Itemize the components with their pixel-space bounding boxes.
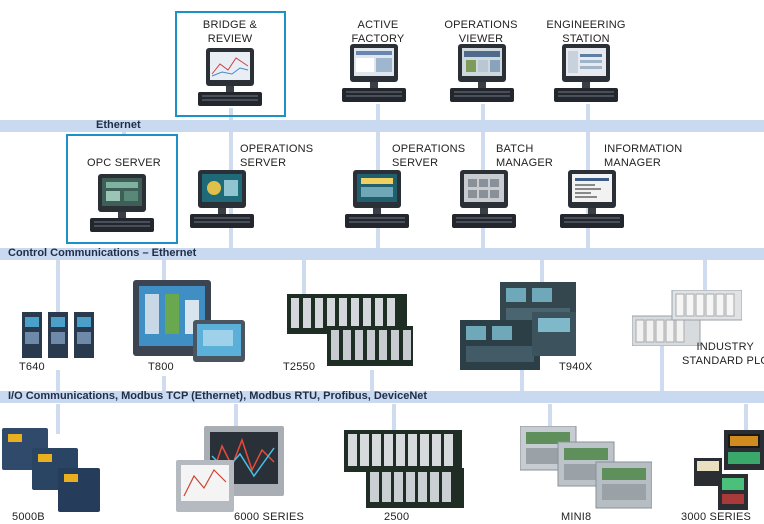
link-plc xyxy=(703,254,707,294)
active-factory-computer xyxy=(342,44,406,104)
label-6000-series: 6000 SERIES xyxy=(234,511,305,523)
ethernet-bus xyxy=(0,120,764,132)
label-information-manager: INFORMATION MANAGER xyxy=(604,143,683,169)
label-operations-server-2: OPERATIONS SERVER xyxy=(392,143,466,169)
t940x-device xyxy=(460,282,576,370)
link-6000 xyxy=(234,404,238,428)
batch-manager-computer xyxy=(452,170,516,230)
information-manager-computer xyxy=(560,170,624,230)
label-3000-series: 3000 SERIES xyxy=(681,511,752,523)
opc-server-highlight xyxy=(66,134,178,244)
operations-server-1-computer xyxy=(190,170,254,230)
bridge-review-highlight xyxy=(175,11,286,117)
operations-server-2-computer xyxy=(345,170,409,230)
t2550-device xyxy=(287,294,413,368)
operations-viewer-computer xyxy=(450,44,514,104)
label-t940x: T940X xyxy=(559,361,593,373)
io-bus xyxy=(0,391,764,403)
label-t800: T800 xyxy=(148,361,174,373)
engineering-station-computer xyxy=(554,44,618,104)
link-t2550-io xyxy=(370,370,374,396)
label-t2550: T2550 xyxy=(283,361,316,373)
label-industry-plc: INDUSTRY STANDARD PLC xyxy=(682,341,764,367)
label-5000b: 5000B xyxy=(12,511,45,523)
label-active-factory: ACTIVE FACTORY xyxy=(351,19,405,45)
link-t2550 xyxy=(302,254,306,296)
label-2500: 2500 xyxy=(384,511,410,523)
label-opc-server: OPC SERVER xyxy=(87,157,161,169)
link-bridge-review xyxy=(229,108,233,126)
label-operations-server-1: OPERATIONS SERVER xyxy=(240,143,314,169)
link-t800-io xyxy=(162,376,166,396)
mini8-device xyxy=(519,425,653,510)
6000-series-device xyxy=(176,426,284,512)
link-t940x-io xyxy=(520,370,524,396)
control-bus-label: Control Communications – Ethernet xyxy=(8,247,197,259)
link-t640 xyxy=(56,254,60,314)
t640-device xyxy=(22,312,98,358)
5000b-device xyxy=(0,424,100,514)
link-t940x xyxy=(540,254,544,282)
link-2500 xyxy=(392,404,396,434)
label-t640: T640 xyxy=(19,361,45,373)
2500-device xyxy=(344,430,464,508)
opc-server-computer xyxy=(90,174,154,234)
link-3000 xyxy=(744,404,748,454)
label-operations-viewer: OPERATIONS VIEWER xyxy=(444,19,518,45)
link-t800 xyxy=(162,254,166,282)
link-5000b xyxy=(56,404,60,434)
label-mini8: MINI8 xyxy=(561,511,592,523)
label-bridge-review: BRIDGE & REVIEW xyxy=(202,19,258,45)
link-mini8 xyxy=(548,404,552,428)
bridge-review-computer xyxy=(198,48,262,108)
ethernet-bus-label: Ethernet xyxy=(96,119,141,131)
label-batch-manager: BATCH MANAGER xyxy=(496,143,554,169)
control-bus xyxy=(0,248,764,260)
link-t640-io xyxy=(56,370,60,396)
industry-plc-device xyxy=(631,289,743,347)
io-bus-label: I/O Communications, Modbus TCP (Ethernet… xyxy=(8,390,428,402)
link-plc-io xyxy=(660,346,664,396)
t800-device xyxy=(133,280,245,362)
label-engineering-station: ENGINEERING STATION xyxy=(546,19,626,45)
3000-series-device xyxy=(694,430,764,510)
